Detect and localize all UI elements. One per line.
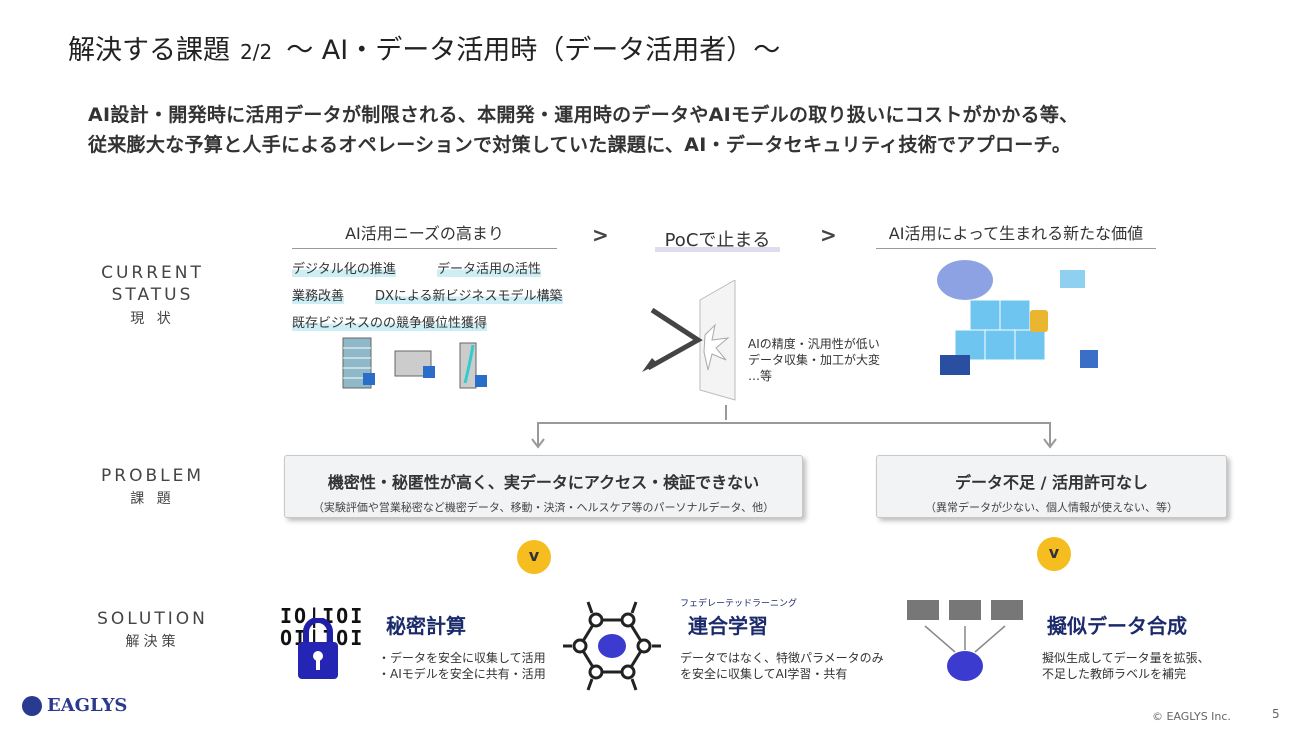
chevron-down-icon: v <box>1037 537 1071 571</box>
subtitle-line: 従来膨大な予算と人手によるオペレーションで対策していた課題に、AI・データセキュ… <box>88 134 1072 156</box>
problem-title: 機密性・秘匿性が高く、実データにアクセス・検証できない <box>327 473 760 492</box>
wall-crash-icon <box>642 280 736 401</box>
lock-icon <box>298 618 338 679</box>
subtitle-line: AI設計・開発時に活用データが制限される、本開発・運用時のデータやAIモデルの取… <box>88 104 1079 126</box>
solution-desc-line: ・AIモデルを安全に共有・活用 <box>378 667 546 681</box>
col-heading-ai-needs: AI活用ニーズの高まり <box>292 220 557 249</box>
need-tag: デジタル化の推進 <box>292 258 396 277</box>
federated-network-icon <box>563 601 661 691</box>
problem-box-data-shortage: データ不足 / 活用許可なし （異常データが少ない、個人情報が使えない、等） <box>876 455 1227 518</box>
chevron-down-icon: v <box>517 540 551 574</box>
synthetic-data-icon <box>907 600 1023 681</box>
solution-desc: データではなく、特徴パラメータのみ を安全に収集してAI学習・共有 <box>680 650 884 682</box>
col-heading-poc: PoCで止まる <box>655 226 780 252</box>
solution-desc: 擬似生成してデータ量を拡張、 不足した教師ラベルを補完 <box>1042 650 1210 682</box>
page-title: 解決する課題 2/2 〜 AI・データ活用時（データ活用者）〜 <box>68 28 780 67</box>
problem-desc: （異常データが少ない、個人情報が使えない、等） <box>925 501 1178 514</box>
poc-notes: AIの精度・汎用性が低い データ収集・加工が大変 …等 <box>748 336 880 384</box>
poc-note: …等 <box>748 369 773 383</box>
row-label-problem: PROBLEM 課 題 <box>90 466 215 508</box>
solution-desc: ・データを安全に収集して活用 ・AIモデルを安全に共有・活用 <box>378 650 546 682</box>
copyright: © EAGLYS Inc. <box>1152 710 1231 723</box>
row-label-en: SOLUTION <box>97 609 208 629</box>
solution-title-secure-computation: 秘密計算 <box>386 614 466 638</box>
poc-note: AIの精度・汎用性が低い <box>748 337 880 351</box>
title-rest: 〜 AI・データ活用時（データ活用者）〜 <box>286 35 781 66</box>
data-cubes-illustration <box>937 260 1098 375</box>
solution-title-synthetic-data: 擬似データ合成 <box>1047 614 1187 638</box>
solution-desc-line: 擬似生成してデータ量を拡張、 <box>1042 651 1210 665</box>
row-label-en: PROBLEM <box>101 466 204 486</box>
subtitle: AI設計・開発時に活用データが制限される、本開発・運用時のデータやAIモデルの取… <box>88 100 1078 160</box>
row-label-jp: 解決策 <box>125 634 180 650</box>
col-heading-new-value: AI活用によって生まれる新たな価値 <box>876 220 1156 249</box>
page-number: 5 <box>1272 707 1280 721</box>
solution-desc-line: ・データを安全に収集して活用 <box>378 651 546 665</box>
need-tag: 既存ビジネスのの競争優位性獲得 <box>292 312 488 331</box>
row-label-solution: SOLUTION 解決策 <box>90 609 215 651</box>
solution-desc-line: を安全に収集してAI学習・共有 <box>680 667 848 681</box>
chevron-right-icon: > <box>592 223 609 247</box>
need-tag: 業務改善 <box>292 285 345 304</box>
solution-desc-line: データではなく、特徴パラメータのみ <box>680 651 884 665</box>
branch-connector <box>531 405 1057 449</box>
row-label-current: CURRENT STATUS 現 状 <box>90 262 215 328</box>
poc-note: データ収集・加工が大変 <box>748 353 881 367</box>
logo-mark-icon <box>22 695 42 716</box>
chevron-right-icon: > <box>820 223 837 247</box>
problem-title: データ不足 / 活用許可なし <box>955 473 1148 492</box>
logo-text: EAGLYS <box>47 695 128 716</box>
solution-desc-line: 不足した教師ラベルを補完 <box>1042 667 1187 681</box>
problem-desc: （実験評価や営業秘密など機密データ、移動・決済・ヘルスケア等のパーソナルデータ、… <box>312 501 775 514</box>
binary-line: IO|IOI <box>280 604 365 628</box>
eaglys-logo: EAGLYS <box>22 695 127 716</box>
need-tag: DXによる新ビジネスモデル構築 <box>375 285 563 304</box>
row-label-jp: 現 状 <box>130 311 175 327</box>
row-label-jp: 課 題 <box>130 491 175 507</box>
solution-title-federated-learning: 連合学習 <box>688 614 768 638</box>
solution-ruby: フェデレーテッドラーニング <box>680 599 798 609</box>
problem-box-confidential: 機密性・秘匿性が高く、実データにアクセス・検証できない （実験評価や営業秘密など… <box>284 455 803 518</box>
need-tag: データ活用の活性 <box>437 258 542 277</box>
buildings-icon <box>342 337 487 389</box>
title-main: 解決する課題 <box>68 35 230 66</box>
title-fraction: 2/2 <box>240 40 273 64</box>
row-label-en: CURRENT STATUS <box>101 263 204 305</box>
